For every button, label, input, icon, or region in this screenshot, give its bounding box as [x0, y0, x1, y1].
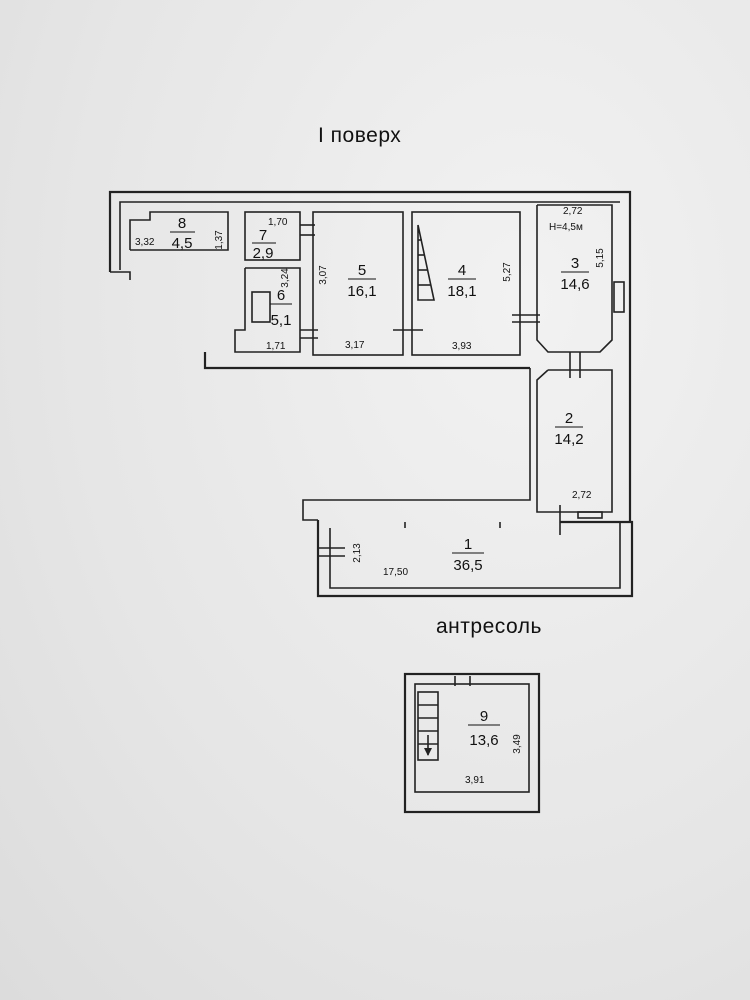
dim-r6-width: 1,71	[266, 341, 286, 352]
outer-walls	[108, 190, 634, 598]
room-5-area: 16,1	[347, 283, 376, 300]
room-6	[234, 267, 318, 353]
room-7-area: 2,9	[253, 245, 274, 262]
room-8-number: 8	[178, 215, 186, 232]
dim-r1-width: 17,50	[383, 567, 408, 578]
dim-r2-width: 2,72	[572, 490, 592, 501]
dim-r5-height: 3,07	[318, 265, 329, 285]
room-5	[312, 211, 423, 356]
room-2-number: 2	[565, 410, 573, 427]
room-9-area: 13,6	[469, 732, 498, 749]
mezzanine-title: антресоль	[436, 615, 542, 638]
room-3-area: 14,6	[560, 276, 589, 293]
room-4	[411, 211, 540, 356]
room-4-number: 4	[458, 262, 466, 279]
dimension-labels: 3,32 1,37 1,70 3,24 1,71 3,07 3,17 5,27 …	[135, 206, 606, 786]
dim-r4-width: 3,93	[452, 341, 472, 352]
dim-r1-height: 2,13	[352, 543, 363, 563]
room-3-number: 3	[571, 255, 579, 272]
room-6-area: 5,1	[271, 312, 292, 329]
dim-r6-height: 3,24	[280, 268, 291, 288]
dim-r4-height: 5,27	[502, 262, 513, 282]
room-1	[318, 522, 501, 557]
room-5-number: 5	[358, 262, 366, 279]
room-9-number: 9	[480, 708, 488, 725]
room-9	[403, 672, 541, 814]
room-8	[129, 211, 229, 251]
room-labels: 8 4,5 7 2,9 6 5,1 5 16,1 4 18,1 3 14,6 2…	[170, 215, 590, 749]
dim-r3-ceiling: Н=4,5м	[549, 222, 583, 233]
dim-r3-height: 5,15	[595, 248, 606, 268]
floor-title: І поверх	[318, 124, 402, 147]
room-1-number: 1	[464, 536, 472, 553]
room-1-area: 36,5	[453, 557, 482, 574]
room-4-area: 18,1	[447, 283, 476, 300]
dim-r7-width: 1,70	[268, 217, 288, 228]
room-8-area: 4,5	[172, 235, 193, 252]
room-7-number: 7	[259, 227, 267, 244]
dim-r8-width: 3,32	[135, 237, 155, 248]
room-6-number: 6	[277, 287, 285, 304]
room-2-area: 14,2	[554, 431, 583, 448]
dim-r9-width: 3,91	[465, 775, 485, 786]
dim-r3-width: 2,72	[563, 206, 583, 217]
dim-r9-height: 3,49	[512, 734, 523, 754]
room-3	[536, 204, 625, 378]
dim-r5-width: 3,17	[345, 340, 365, 351]
room-2	[536, 369, 613, 535]
dim-r8-height: 1,37	[214, 230, 225, 250]
